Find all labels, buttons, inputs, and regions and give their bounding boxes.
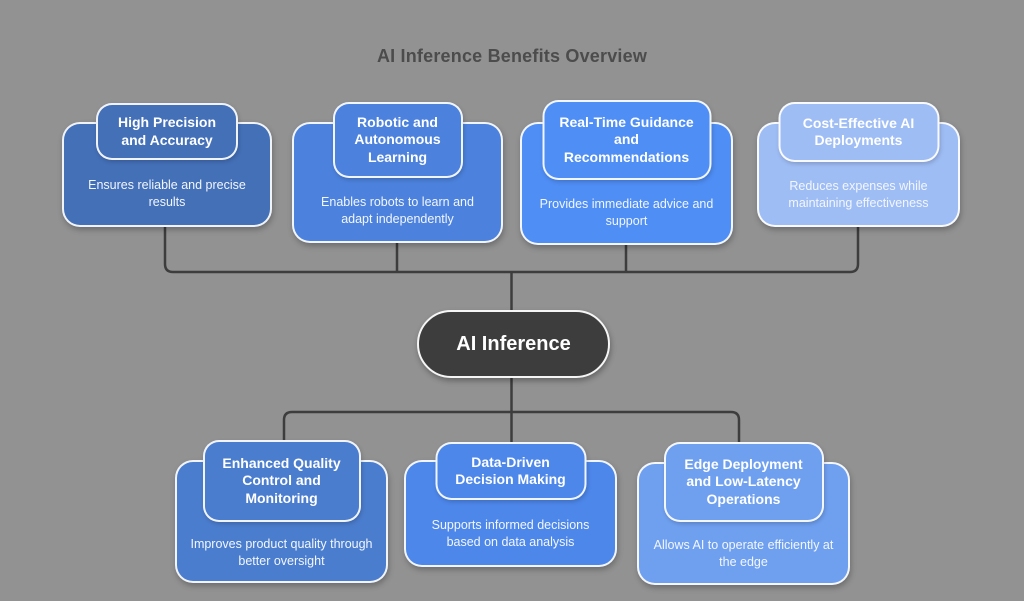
diagram-title: AI Inference Benefits Overview [376, 46, 648, 66]
benefit-heading: Real-Time Guidance and Recommendations [542, 100, 711, 180]
benefit-heading: Enhanced Quality Control and Monitoring [202, 440, 361, 522]
center-node-ai-inference: AI Inference [417, 310, 610, 378]
benefit-heading: Data-Driven Decision Making [435, 442, 586, 500]
center-node-label: AI Inference [456, 332, 571, 355]
benefit-heading-label: Data-Driven Decision Making [455, 453, 566, 487]
benefit-description: Allows AI to operate efficiently at the … [653, 538, 834, 569]
benefit-high-precision: Ensures reliable and precise results Hig… [62, 103, 272, 227]
benefit-heading-label: Edge Deployment and Low-Latency Operatio… [684, 456, 803, 507]
benefit-robotic-learning: Enables robots to learn and adapt indepe… [292, 102, 503, 243]
benefit-heading-label: Robotic and Autonomous Learning [354, 114, 441, 165]
benefit-description: Reduces expenses while maintaining effec… [788, 179, 929, 210]
benefit-description: Ensures reliable and precise results [88, 178, 246, 209]
benefit-quality-control: Improves product quality through better … [175, 440, 388, 583]
benefit-edge-deployment: Allows AI to operate efficiently at the … [637, 442, 850, 585]
benefit-heading: Edge Deployment and Low-Latency Operatio… [663, 442, 824, 522]
benefit-heading: Cost-Effective AI Deployments [778, 102, 939, 162]
benefit-description: Provides immediate advice and support [539, 197, 714, 228]
benefit-heading: Robotic and Autonomous Learning [332, 102, 463, 178]
benefit-heading-label: Real-Time Guidance and Recommendations [559, 114, 694, 165]
connector-bottom-frame [282, 410, 741, 442]
connector-top-frame [163, 227, 860, 274]
benefit-description: Enables robots to learn and adapt indepe… [321, 195, 474, 226]
benefit-data-driven: Supports informed decisions based on dat… [404, 442, 617, 567]
benefit-heading-label: Cost-Effective AI Deployments [802, 114, 915, 148]
benefit-cost-effective: Reduces expenses while maintaining effec… [757, 102, 960, 227]
benefit-heading: High Precision and Accuracy [96, 103, 238, 160]
benefit-description: Supports informed decisions based on dat… [431, 518, 590, 549]
benefit-heading-label: High Precision and Accuracy [117, 114, 217, 148]
benefit-heading-label: Enhanced Quality Control and Monitoring [222, 455, 341, 506]
benefit-description: Improves product quality through better … [190, 537, 373, 568]
benefit-realtime-guidance: Provides immediate advice and support Re… [520, 100, 733, 245]
